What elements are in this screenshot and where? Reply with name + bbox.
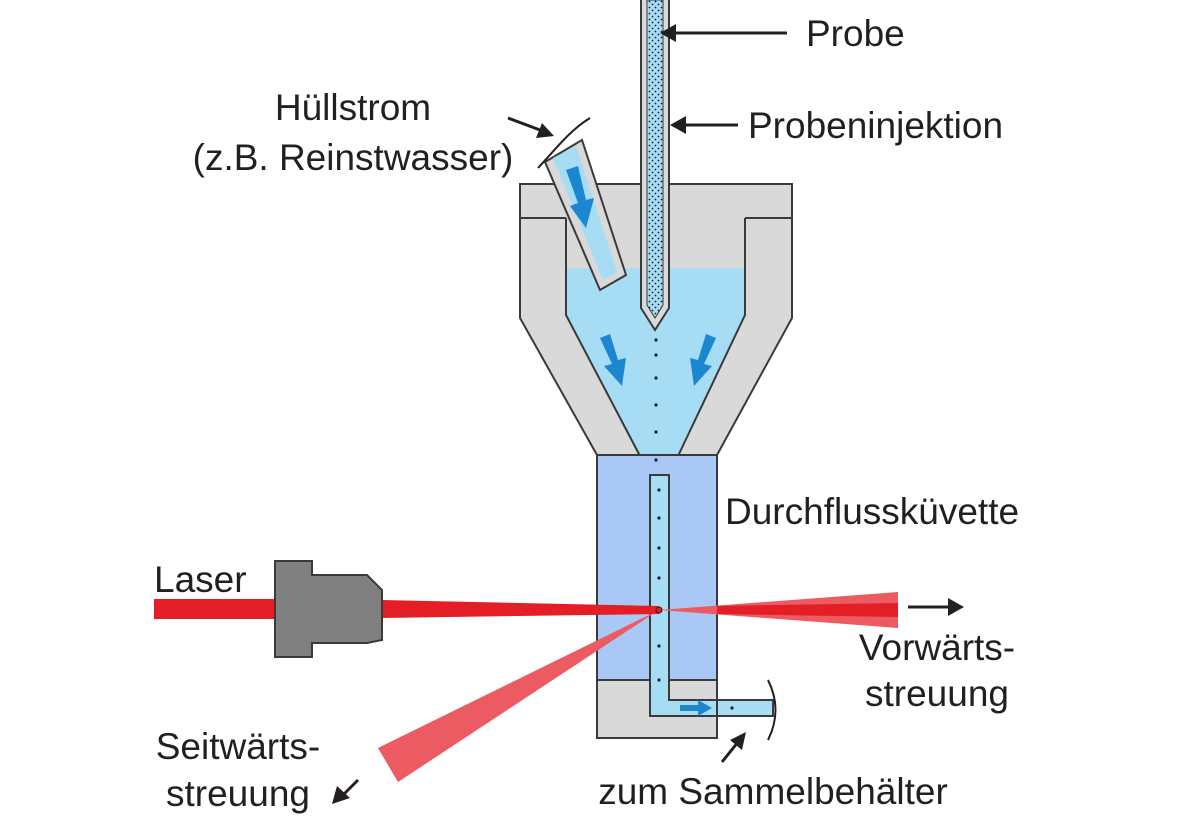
interrogation-point — [655, 606, 663, 614]
label-forward-line1: Vorwärts- — [859, 627, 1015, 668]
outlet-tube-end — [767, 679, 777, 741]
label-side-line1: Seitwärts- — [156, 726, 320, 767]
sheath-flow-arrow — [566, 166, 594, 228]
pointer-arrows — [332, 24, 964, 804]
label-sheath-line2: (z.B. Reinstwasser) — [193, 137, 514, 178]
label-cuvette: Durchflussküvette — [725, 491, 1019, 532]
label-forward-line2: streuung — [865, 673, 1009, 714]
left-flow-arrow — [600, 334, 626, 386]
forward-scatter-beam — [659, 592, 898, 628]
label-laser: Laser — [154, 559, 247, 600]
sample-injection-needle — [640, 0, 670, 332]
side-scatter-beam — [378, 610, 659, 782]
particle-stream — [654, 338, 734, 710]
label-sheath-line1: Hüllstrom — [275, 87, 431, 128]
label-injection: Probeninjektion — [748, 105, 1003, 146]
outlet-flow-arrow — [680, 700, 712, 716]
right-flow-arrow — [690, 334, 716, 386]
sheath-fluid-chamber — [566, 268, 745, 475]
flow-cuvette — [596, 454, 777, 741]
sheath-inlet-tube — [537, 117, 628, 292]
laser-beam — [154, 599, 659, 619]
label-collector: zum Sammelbehälter — [598, 771, 948, 812]
laser-source — [274, 560, 383, 658]
label-side-line2: streuung — [166, 773, 310, 814]
label-probe: Probe — [806, 13, 905, 54]
